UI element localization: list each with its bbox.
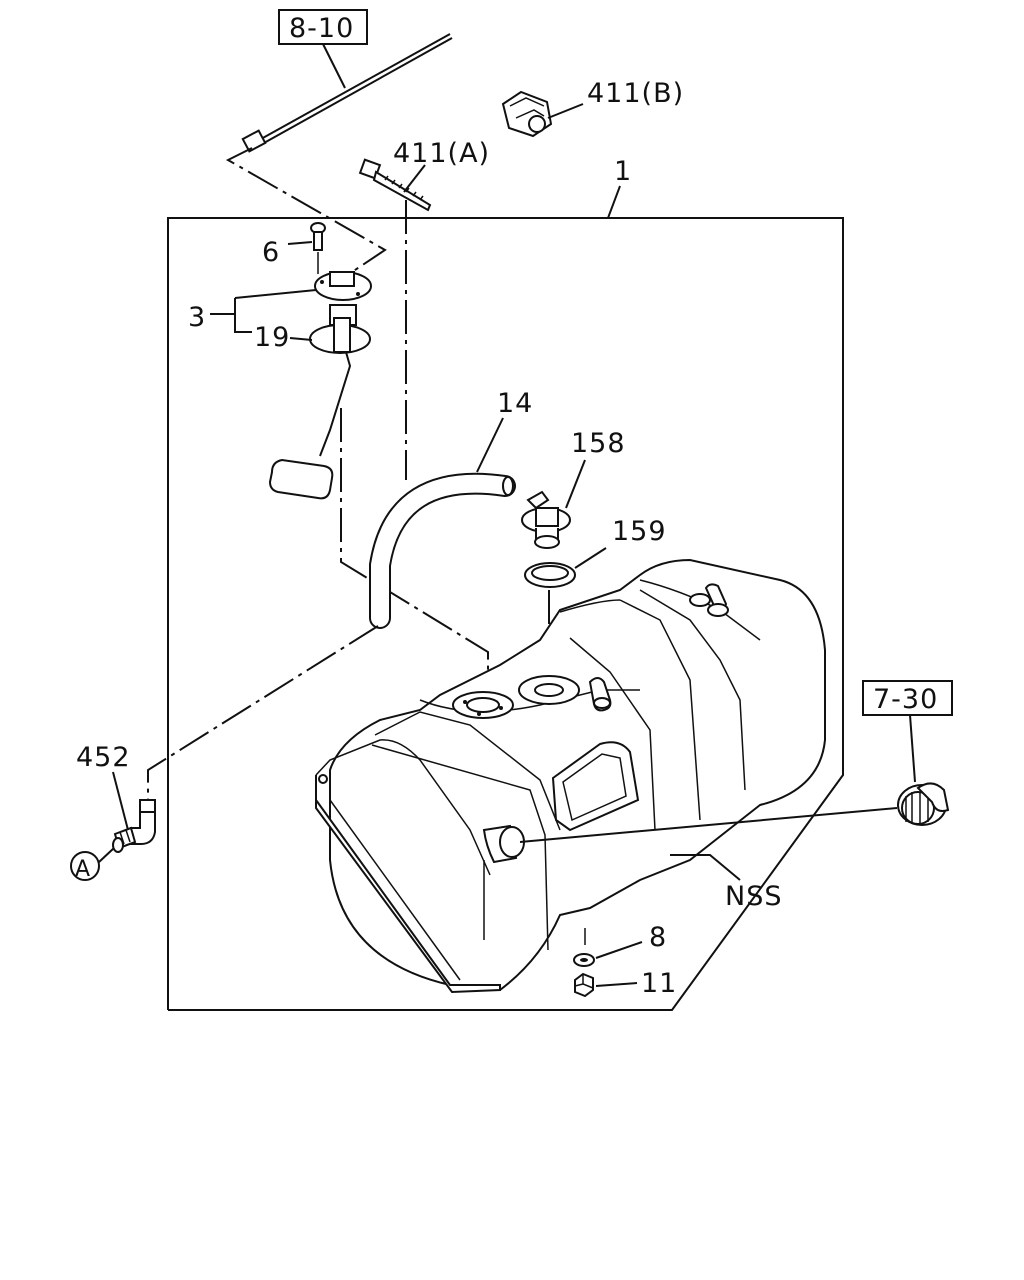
leader-14: [476, 417, 504, 473]
leader-6: [287, 241, 313, 245]
leader-8-10: [322, 43, 346, 89]
screw-6[interactable]: [310, 222, 326, 251]
leader-159: [574, 547, 607, 569]
bracket-3: [234, 298, 252, 333]
nut-11[interactable]: [574, 972, 594, 998]
cable-tie-411a[interactable]: [358, 158, 432, 212]
callout-a[interactable]: A: [70, 851, 100, 882]
leader-19: [289, 337, 313, 341]
leader-8: [595, 941, 643, 959]
leader-nss: [670, 854, 741, 881]
label-nss: NSS: [725, 881, 782, 912]
wire-harness: [241, 33, 453, 153]
wire-route-line: [225, 147, 387, 281]
clip-411b[interactable]: [501, 90, 553, 138]
label-6: 6: [262, 237, 280, 268]
svg-text:A: A: [75, 857, 91, 882]
fuel-sender-unit-3[interactable]: [268, 271, 372, 500]
leader-411a: [403, 164, 426, 193]
fuel-tank-body: [315, 558, 826, 994]
fitting-452[interactable]: [112, 799, 156, 853]
hose-14[interactable]: [369, 472, 516, 629]
leader-7-30: [909, 714, 916, 783]
label-1: 1: [614, 156, 632, 187]
cap-route-line: [519, 807, 898, 843]
leader-a: [98, 847, 115, 863]
svg-text:8-10: 8-10: [289, 13, 354, 44]
label-411a: 411(A): [393, 138, 490, 169]
label-3: 3: [188, 302, 206, 333]
fuel-cap[interactable]: [897, 782, 950, 826]
reference-7-30[interactable]: 7-30: [862, 680, 953, 716]
leader-158: [565, 459, 586, 509]
leader-3-top: [234, 289, 317, 299]
leader-11: [595, 982, 638, 987]
sender-route-line: [340, 408, 489, 690]
label-159: 159: [612, 516, 667, 547]
assembly-frame: [167, 217, 844, 1011]
label-452: 452: [76, 742, 131, 773]
leader-452: [112, 771, 129, 831]
gasket-159[interactable]: [524, 562, 576, 588]
hose-route-line: [147, 625, 379, 800]
label-11: 11: [641, 968, 677, 999]
reference-8-10[interactable]: 8-10: [278, 9, 368, 45]
leader-411b: [547, 103, 584, 119]
label-19: 19: [254, 322, 290, 353]
label-8: 8: [649, 922, 667, 953]
label-7-30: 7-30: [873, 684, 938, 715]
washer-8[interactable]: [573, 953, 595, 967]
label-158: 158: [571, 428, 626, 459]
label-411b: 411(B): [587, 78, 684, 109]
label-14: 14: [497, 388, 533, 419]
valve-158[interactable]: [521, 490, 571, 549]
leader-1: [607, 185, 621, 219]
